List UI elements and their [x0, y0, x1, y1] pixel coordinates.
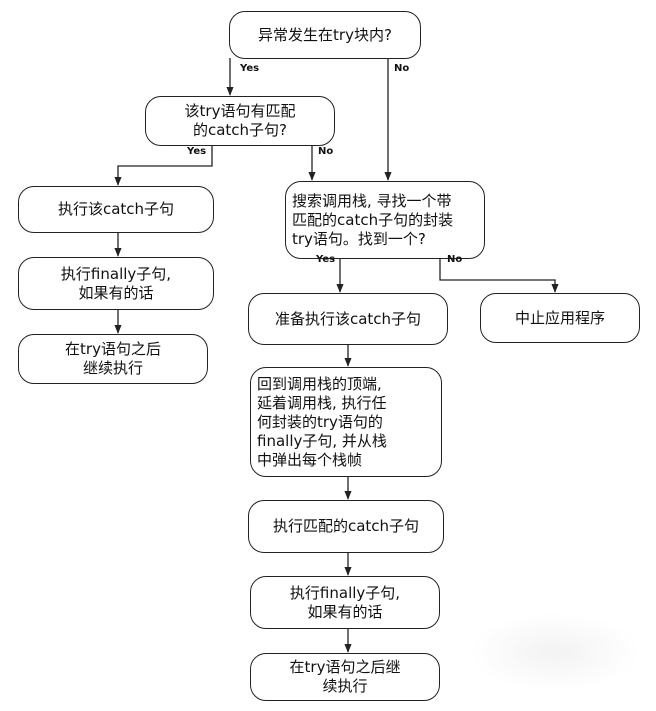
- node-exec-catch: 执行该catch子句: [18, 186, 214, 233]
- node-unwind-stack: 回到调用栈的顶端, 延着调用栈, 执行任 何封装的try语句的 finally子…: [250, 367, 442, 477]
- node-search-call-stack: 搜索调用栈, 寻找一个带 匹配的catch子句的封装 try语句。找到一个?: [285, 181, 485, 259]
- node-matching-catch: 该try语句有匹配 的catch子句?: [145, 96, 335, 146]
- node-exec-matching-catch: 执行匹配的catch子句: [248, 500, 444, 553]
- label-no-match: No: [318, 146, 334, 157]
- label-no-try: No: [394, 63, 410, 74]
- node-prepare-catch: 准备执行该catch子句: [248, 293, 448, 345]
- node-continue-right: 在try语句之后继 续执行: [250, 653, 440, 701]
- label-yes-search: Yes: [316, 254, 336, 265]
- arrow-match-yes: [114, 145, 213, 186]
- node-exec-finally-right: 执行finally子句, 如果有的话: [250, 576, 440, 629]
- node-exception-in-try: 异常发生在try块内?: [229, 11, 421, 59]
- arrow-search-no: [439, 258, 559, 293]
- label-yes-try: Yes: [240, 63, 260, 74]
- node-abort-application: 中止应用程序: [480, 293, 640, 343]
- label-no-search: No: [447, 254, 463, 265]
- background-smudge: [470, 612, 640, 692]
- node-continue-left: 在try语句之后 继续执行: [18, 334, 208, 384]
- label-yes-match: Yes: [187, 146, 207, 157]
- node-exec-finally-left: 执行finally子句, 如果有的话: [18, 257, 214, 310]
